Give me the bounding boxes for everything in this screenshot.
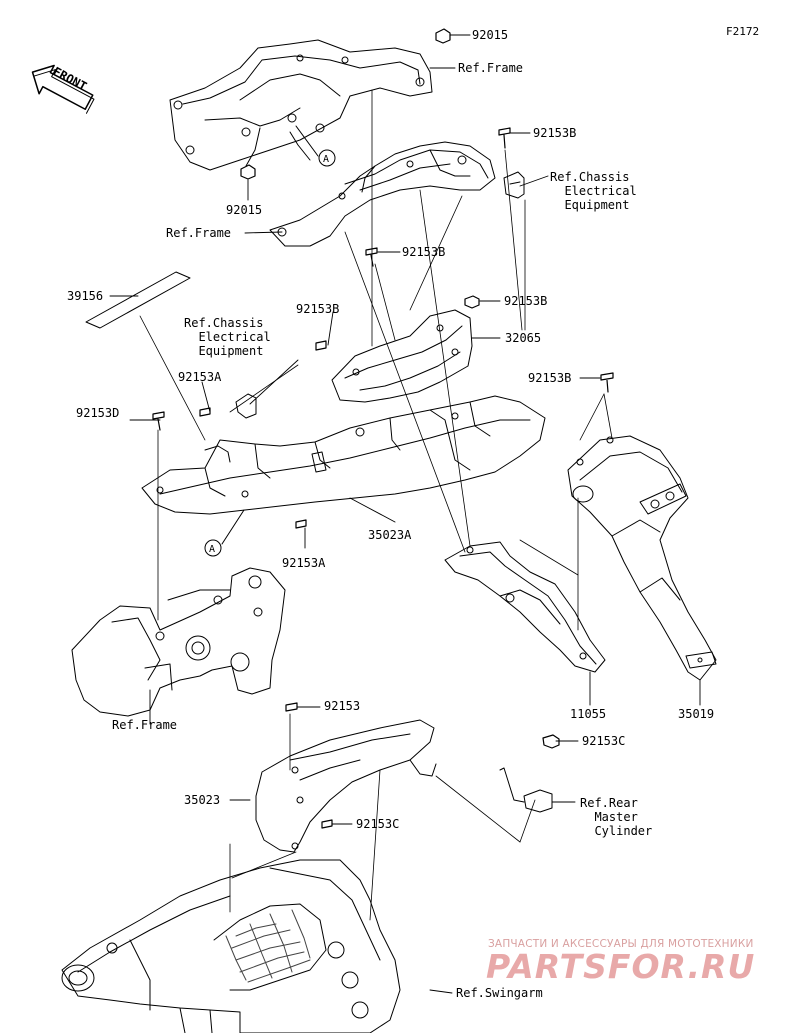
part-number-92153c-1: 92153C xyxy=(582,734,626,748)
part-number-35019: 35019 xyxy=(678,707,715,721)
watermark-caption: ЗАПЧАСТИ И АКСЕССУАРЫ ДЛЯ МОТОТЕХНИКИ xyxy=(488,938,754,950)
bolt-icons xyxy=(152,28,614,829)
part-number-39156: 39156 xyxy=(67,289,104,303)
part-number-92153c-2: 92153C xyxy=(356,817,400,831)
rear-fender-35023 xyxy=(255,719,437,853)
ref-chassis-left: Ref.Chassis Electrical Equipment xyxy=(184,316,271,358)
connector-clip-left xyxy=(235,393,257,419)
ref-frame-top: Ref.Frame xyxy=(458,61,524,75)
assembly-lines xyxy=(139,89,613,921)
part-number-92153b-3: 92153B xyxy=(504,294,548,308)
pad-39156 xyxy=(85,271,191,329)
ref-swingarm: Ref.Swingarm xyxy=(456,986,543,1000)
part-number-35023a: 35023A xyxy=(368,528,412,542)
part-number-92153b-2: 92153B xyxy=(402,245,446,259)
bracket-11055 xyxy=(444,541,606,673)
lower-frame-part xyxy=(71,567,286,717)
ref-frame-low: Ref.Frame xyxy=(112,718,178,732)
upper-frame-part xyxy=(169,39,433,171)
ref-frame-mid: Ref.Frame xyxy=(166,226,232,240)
front-arrow-icon xyxy=(31,64,95,114)
bracket-32065 xyxy=(331,309,473,403)
part-number-11055: 11055 xyxy=(570,707,607,721)
ref-rear-master-cylinder: Ref.Rear Master Cylinder xyxy=(580,796,653,838)
part-number-92015-top: 92015 xyxy=(472,28,509,42)
license-bracket-35019 xyxy=(567,435,717,681)
callout-a-upper-text: A xyxy=(323,154,329,165)
part-number-92153b-5: 92153B xyxy=(528,371,572,385)
seat-frame-middle xyxy=(269,141,496,247)
swingarm-part xyxy=(61,859,401,1033)
part-number-92153: 92153 xyxy=(324,699,361,713)
part-number-92015-left: 92015 xyxy=(226,203,263,217)
part-number-92153b-1: 92153B xyxy=(533,126,577,140)
hose-clip xyxy=(499,767,553,813)
part-number-92153a-2: 92153A xyxy=(282,556,326,570)
part-number-35023: 35023 xyxy=(184,793,221,807)
undertray-35023a xyxy=(141,395,546,515)
connector-clip-right xyxy=(503,171,525,199)
leader-lines xyxy=(109,34,701,994)
part-number-32065: 32065 xyxy=(505,331,542,345)
callout-a-lower-text: A xyxy=(209,544,215,555)
part-number-92153a-1: 92153A xyxy=(178,370,222,384)
callout-a-lower xyxy=(204,539,222,557)
part-number-92153b-4: 92153B xyxy=(296,302,340,316)
callout-a-upper xyxy=(318,149,336,167)
part-number-92153d: 92153D xyxy=(76,406,120,420)
figure-code: F2172 xyxy=(726,25,760,38)
ref-chassis-right: Ref.Chassis Electrical Equipment xyxy=(550,170,637,212)
watermark-logo: PARTSFOR.RU xyxy=(486,947,756,986)
